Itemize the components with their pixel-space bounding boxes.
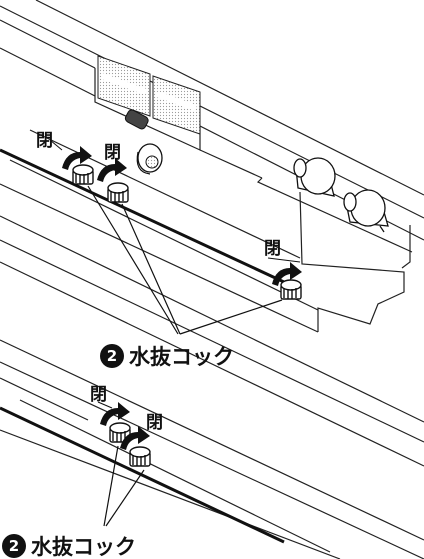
- drain-valve-2: [107, 182, 129, 203]
- drain-valve-label-upper: 水抜コック: [129, 345, 234, 369]
- close-label-3: 閉: [264, 239, 281, 259]
- drain-valve-3: [280, 279, 302, 300]
- rotation-arrow-icon-4: [100, 402, 130, 426]
- unit-body-outline: [0, 0, 424, 467]
- knob-left: [293, 157, 336, 197]
- svg-text:2: 2: [9, 537, 19, 555]
- floor-edge-line: [0, 148, 285, 284]
- circled-number-icon: [2, 534, 26, 558]
- svg-text:2: 2: [107, 347, 117, 365]
- close-label-4: 閉: [90, 385, 107, 405]
- switch-icon: [124, 109, 149, 130]
- rotation-arrow-icon-2: [97, 158, 127, 182]
- close-label-1: 閉: [36, 131, 53, 151]
- callout-lower: 2 水抜コック: [2, 534, 136, 559]
- leader-lines-lower: [103, 445, 145, 527]
- rotation-arrow-icon-5: [120, 426, 150, 450]
- drain-valve-1: [72, 164, 94, 185]
- control-panel: [97, 55, 201, 135]
- lower-body-outline: [0, 339, 424, 559]
- leader-lines-upper: [87, 185, 283, 335]
- drain-valve-label-lower: 水抜コック: [31, 535, 136, 559]
- callout-upper: 2 水抜コック: [100, 344, 234, 369]
- drain-valve-5: [129, 446, 151, 467]
- rotation-arrow-icon-3: [272, 262, 302, 286]
- knob-right: [343, 189, 389, 233]
- close-label-2: 閉: [104, 143, 121, 163]
- close-label-5: 閉: [146, 413, 163, 433]
- nozzle-icon: [136, 143, 163, 175]
- rotation-arrow-icon-1: [62, 146, 92, 170]
- circled-number-icon: [100, 344, 124, 368]
- lower-floor-edge-line: [0, 406, 285, 544]
